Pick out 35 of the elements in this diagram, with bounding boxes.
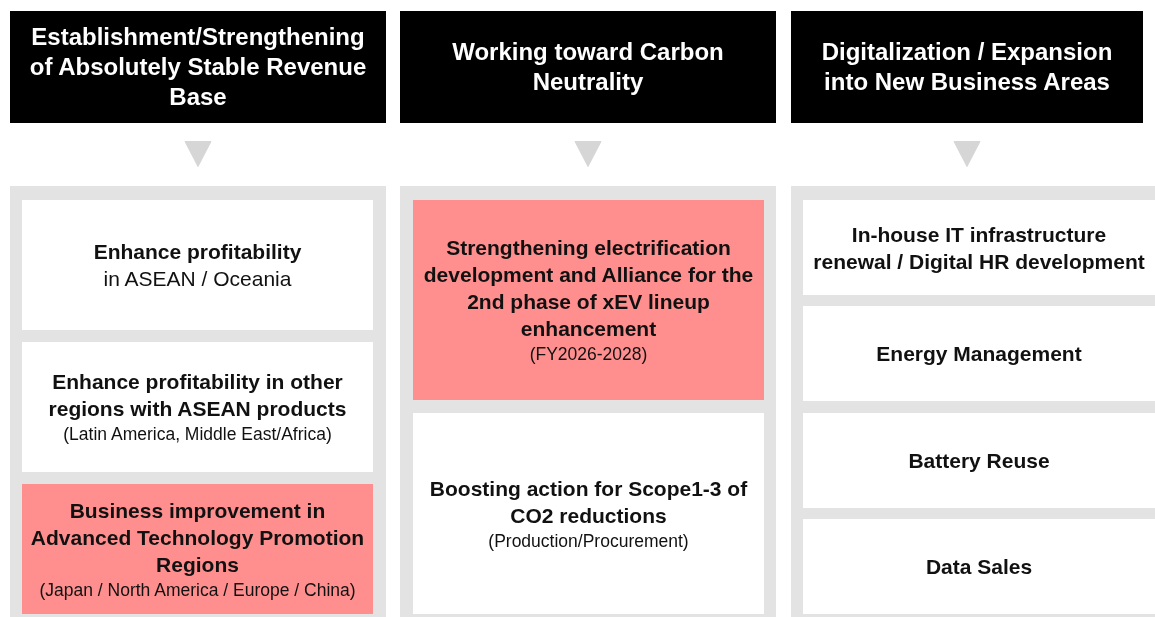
header-title: Digitalization / Expansion into New Business Areas	[820, 37, 1114, 97]
initiative-box	[803, 413, 1155, 508]
initiative-detail: (Japan / North America / Europe / China)	[39, 578, 356, 602]
initiative-detail: (Production/Procurement)	[488, 529, 689, 553]
initiative-title: Business improvement in Advanced Technology Promotion Regions	[30, 497, 365, 578]
header-box	[400, 11, 776, 123]
initiative-box	[22, 200, 373, 330]
down-arrow	[953, 141, 981, 167]
initiative-title: Enhance profitability	[93, 239, 302, 265]
initiative-title: Data Sales	[925, 554, 1033, 580]
initiative-detail: in ASEAN / Oceania	[103, 266, 292, 292]
initiative-box	[413, 413, 764, 614]
initiative-title: Boosting action for Scope1-3 of CO2 reductions	[428, 475, 749, 529]
initiative-box	[803, 519, 1155, 614]
initiative-box	[803, 306, 1155, 401]
initiative-title: In-house IT infrastructure renewal / Digital HR development	[812, 221, 1146, 275]
initiative-title: Enhance profitability in other regions with ASEAN products	[47, 369, 348, 422]
header-box	[10, 11, 386, 123]
down-arrow	[184, 141, 212, 167]
column-panel	[791, 186, 1155, 617]
header-title: Establishment/Strengthening of Absolutely Stable Revenue Base	[28, 22, 368, 112]
initiative-box	[413, 200, 764, 400]
initiative-box	[22, 484, 373, 614]
initiative-detail: (FY2026-2028)	[529, 343, 648, 366]
column-panel	[10, 186, 386, 617]
initiative-box	[22, 342, 373, 472]
header-title: Working toward Carbon Neutrality	[451, 37, 725, 97]
initiative-detail: (Latin America, Middle East/Africa)	[63, 423, 332, 446]
initiative-title: Energy Management	[876, 341, 1082, 367]
initiative-title: Strengthening electrification development and Alliance for the 2nd phase of xEV lineup enhancement	[422, 235, 755, 342]
header-box	[791, 11, 1143, 123]
initiative-box	[803, 200, 1155, 295]
column-panel	[400, 186, 776, 617]
down-arrow	[574, 141, 602, 167]
initiative-title: Battery Reuse	[908, 448, 1050, 474]
